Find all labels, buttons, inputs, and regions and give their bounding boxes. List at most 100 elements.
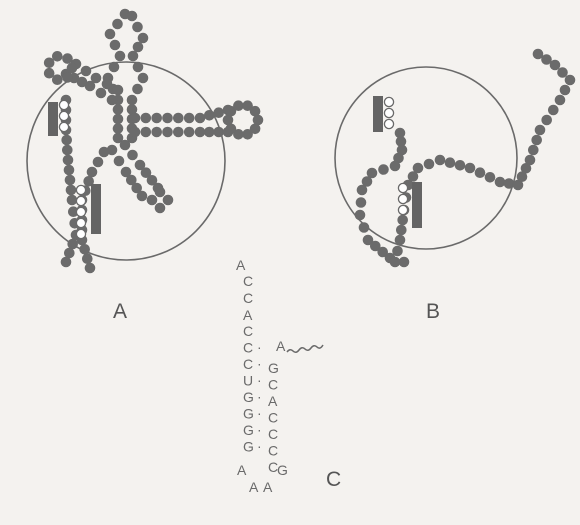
trna-bead xyxy=(541,115,552,126)
trna-bead xyxy=(127,11,138,22)
sequence-letter: G xyxy=(243,422,254,438)
trna-bead xyxy=(213,107,224,118)
codon-circle xyxy=(76,196,85,205)
trna-bead xyxy=(495,177,506,188)
panel-b xyxy=(335,49,575,268)
trna-bead xyxy=(465,163,476,174)
trna-bead xyxy=(120,140,131,151)
trna-bead xyxy=(82,253,93,264)
trna-bead xyxy=(133,42,144,53)
base-pair-dot: · xyxy=(257,389,262,405)
codon-circle xyxy=(76,207,85,216)
trna-bead xyxy=(195,127,206,138)
trna-bead xyxy=(107,95,118,106)
trna-bead xyxy=(114,156,125,167)
panel-label-b: B xyxy=(426,300,440,323)
trna-bead xyxy=(359,222,370,233)
trna-bead xyxy=(79,244,90,255)
trna-bead xyxy=(163,195,174,206)
trna-bead xyxy=(113,123,124,134)
trna-bead xyxy=(151,113,162,124)
panel-a xyxy=(27,9,263,274)
trna-bead xyxy=(62,72,73,83)
panel-label-c: C xyxy=(326,468,341,491)
codon-circle xyxy=(59,111,68,120)
trna-bead xyxy=(184,113,195,124)
trna-bead xyxy=(435,155,446,166)
trna-bead xyxy=(485,172,496,183)
codon-circle xyxy=(59,100,68,109)
trna-bead xyxy=(531,135,542,146)
trna-bead xyxy=(173,113,184,124)
trna-bead xyxy=(113,85,124,96)
trna-bead xyxy=(87,167,98,178)
trna-bead xyxy=(52,51,63,62)
trna-bead xyxy=(110,40,121,51)
sequence-letter: C xyxy=(243,356,253,372)
base-pair-dot: · xyxy=(257,372,262,388)
binding-site-bar-b-bottom xyxy=(412,182,422,228)
trna-bead xyxy=(132,22,143,33)
trna-bead xyxy=(151,127,162,138)
trna-bead xyxy=(204,127,215,138)
trna-bead xyxy=(93,157,104,168)
trna-bead xyxy=(127,95,138,106)
sequence-letter: G xyxy=(268,360,279,376)
trna-bead xyxy=(155,187,166,198)
trna-bead xyxy=(113,104,124,115)
sequence-letter: C xyxy=(268,426,278,442)
trna-bead xyxy=(162,127,173,138)
trna-bead xyxy=(115,51,126,62)
trna-bead xyxy=(533,49,544,60)
trna-bead xyxy=(113,114,124,125)
trna-bead xyxy=(61,257,72,268)
trna-bead xyxy=(132,84,143,95)
binding-site-bar-b-top xyxy=(373,96,383,132)
trna-bead xyxy=(102,79,113,90)
trna-bead xyxy=(96,88,107,99)
trna-bead xyxy=(61,135,72,146)
base-pair-dot: · xyxy=(257,405,262,421)
trna-bead xyxy=(528,145,539,156)
sequence-letter: A xyxy=(237,462,247,478)
trna-bead xyxy=(67,63,78,74)
trna-bead xyxy=(81,66,92,77)
trna-bead xyxy=(128,51,139,62)
trna-bead xyxy=(99,147,110,158)
codon-circle xyxy=(76,218,85,227)
sequence-letter: G xyxy=(243,439,254,455)
trna-bead xyxy=(356,197,367,208)
trna-bead xyxy=(109,62,120,73)
codon-circle xyxy=(398,183,407,192)
trna-bead xyxy=(397,215,408,226)
trna-bead xyxy=(162,113,173,124)
trna-bead xyxy=(455,160,466,171)
trna-bead xyxy=(62,53,73,64)
trna-bead xyxy=(204,110,215,121)
sequence-letter: A xyxy=(268,393,278,409)
codon-circle xyxy=(398,205,407,214)
sequence-letter: A xyxy=(263,479,273,495)
codon-circle xyxy=(76,229,85,238)
trna-bead xyxy=(548,105,559,116)
codon-circle xyxy=(384,119,393,128)
trna-bead xyxy=(91,73,102,84)
codon-circle xyxy=(59,122,68,131)
base-pair-dot: · xyxy=(257,438,262,454)
sequence-letter: C xyxy=(243,323,253,339)
trna-bead xyxy=(504,178,515,189)
trna-bead xyxy=(233,100,244,111)
binding-site-bar-a-top xyxy=(48,102,58,136)
codon-circle xyxy=(384,97,393,106)
trna-bead xyxy=(138,33,149,44)
sequence-letter: C xyxy=(268,443,278,459)
trna-bead xyxy=(133,62,144,73)
trna-bead xyxy=(137,191,148,202)
trna-bead xyxy=(357,185,368,196)
ribosome-circle-a xyxy=(27,62,225,260)
trna-bead xyxy=(525,155,536,166)
trna-bead xyxy=(67,195,78,206)
trna-bead xyxy=(390,161,401,172)
sequence-letter: A xyxy=(249,479,259,495)
